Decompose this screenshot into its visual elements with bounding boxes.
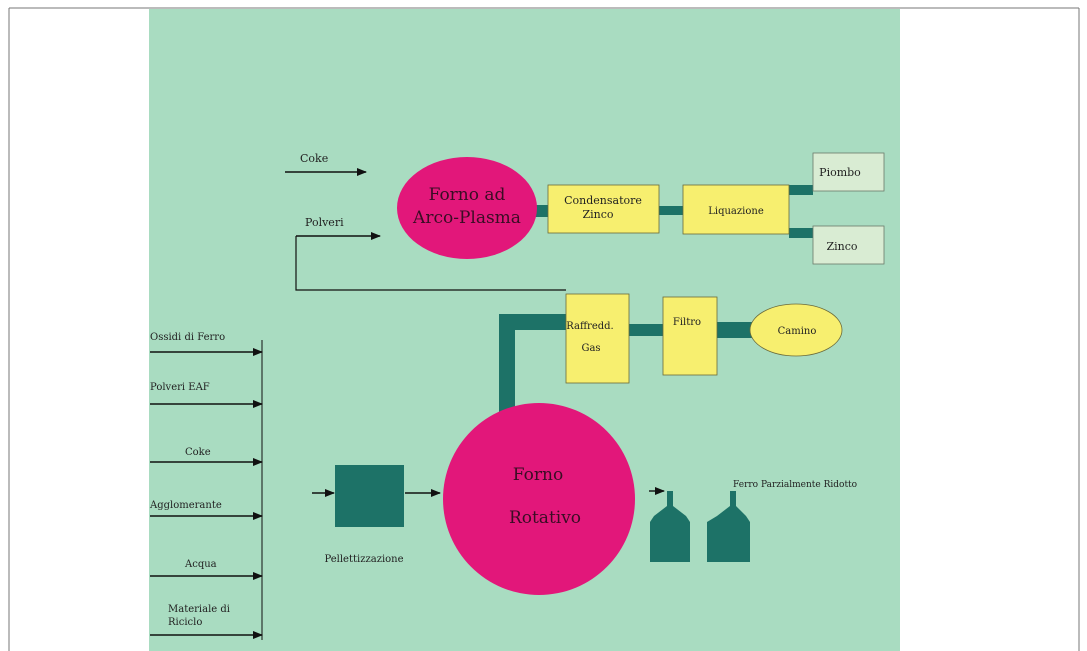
rotary-furnace-label-1: Forno <box>513 465 563 485</box>
reduced-iron-label: Ferro Parzialmente Ridotto <box>733 480 857 490</box>
rotary-furnace <box>443 403 635 595</box>
feed-input-label: Agglomerante <box>149 500 222 511</box>
gas-cooling-box <box>565 293 630 384</box>
pipe-cooling-filter <box>629 324 663 336</box>
filter-box <box>662 296 718 376</box>
reduced-iron-container-1 <box>650 491 690 562</box>
liquation-box <box>682 184 790 235</box>
filter-label: Filtro <box>673 317 701 328</box>
pipe-liquation-zinc <box>789 228 813 238</box>
pipe-liquation-lead <box>789 185 813 195</box>
coke-top-label: Coke <box>300 152 328 165</box>
liquation-label: Liquazione <box>708 206 764 217</box>
pipe-condenser-liquation <box>659 206 683 215</box>
pelletizer-label: Pellettizzazione <box>324 554 403 565</box>
flue-gas-pipe <box>499 314 566 412</box>
plasma-furnace-label-2: Arco-Plasma <box>412 208 521 228</box>
feed-input-label: Polveri EAF <box>150 382 210 393</box>
chimney-label: Camino <box>778 326 817 337</box>
gas-cooling-label-1: Raffredd. <box>566 321 614 332</box>
zinc-output-box <box>812 225 885 265</box>
feed-input-label: Coke <box>185 447 211 458</box>
lead-output-box <box>812 152 885 192</box>
pipe-filter-chimney <box>717 322 757 338</box>
condenser-box <box>547 184 660 234</box>
zinc-output-label: Zinco <box>826 240 857 253</box>
plasma-furnace <box>397 157 537 259</box>
gas-cooling-label-2: Gas <box>581 343 600 354</box>
plasma-furnace-label-1: Forno ad <box>429 185 506 205</box>
reduced-iron-container-2 <box>707 491 750 562</box>
condenser-label-1: Condensatore <box>564 194 642 207</box>
feed-input-label: Ossidi di Ferro <box>150 332 225 343</box>
pelletizer-box <box>335 465 404 527</box>
condenser-label-2: Zinco <box>582 208 613 221</box>
polveri-label: Polveri <box>305 216 344 229</box>
dust-return-line <box>295 236 566 291</box>
chimney-ellipse <box>749 303 843 357</box>
lead-output-label: Piombo <box>819 166 861 179</box>
feed-input-label: Acqua <box>184 559 217 570</box>
rotary-furnace-label-2: Rotativo <box>509 508 581 528</box>
